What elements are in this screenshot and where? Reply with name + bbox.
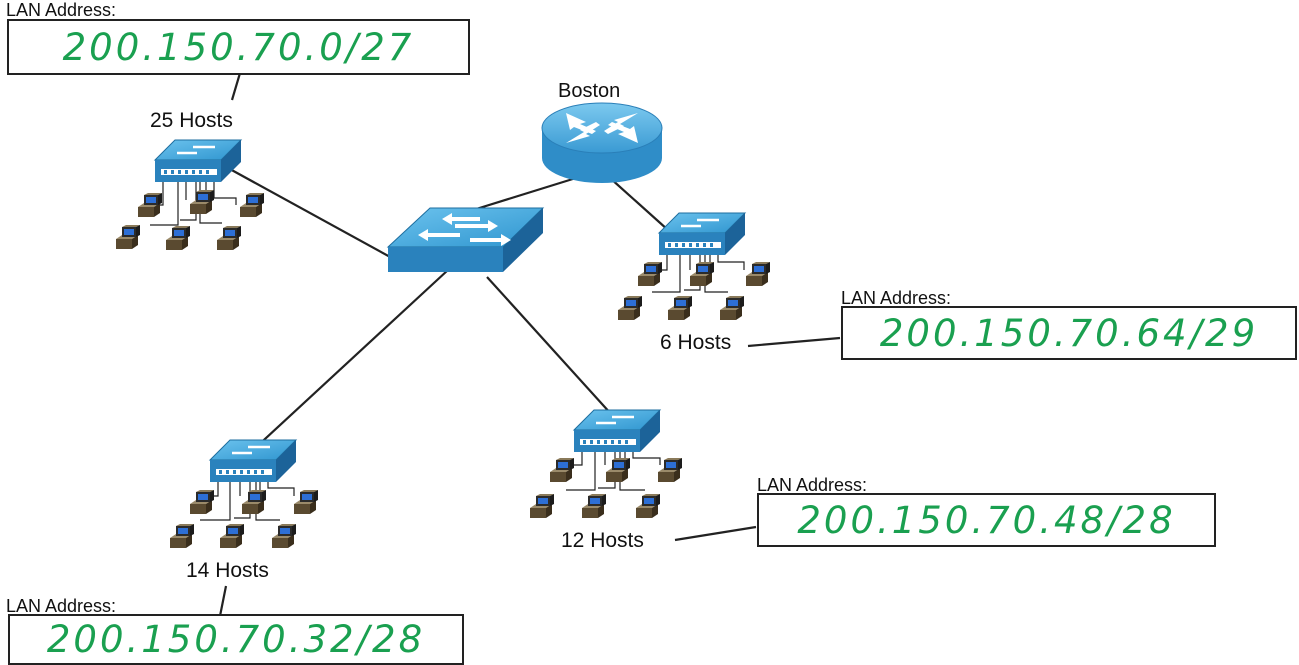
lan-d-address: 200.150.70.32/28 [46,618,426,661]
computer-icon [618,296,642,320]
computer-icon [606,458,630,482]
computer-icon [116,225,140,249]
lan-b-address-label: LAN Address: [841,288,952,308]
computer-icon [272,524,296,548]
computer-icon [217,226,241,250]
computer-icon [746,262,770,286]
link-router-lan-b [609,177,669,231]
lan-c-address: 200.150.70.48/28 [797,498,1176,542]
lan-a-hosts: 25 Hosts [150,109,233,132]
access-switch-icon [572,409,662,452]
computer-icon [294,490,318,514]
lan-c-hosts: 12 Hosts [561,529,644,552]
access-switch-icon [657,212,747,255]
computer-icon [638,262,662,286]
lan-b-address-box: 200.150.70.64/29 [841,306,1297,360]
computer-icon [190,490,214,514]
link-core-router [472,176,577,212]
computer-icon [550,458,574,482]
link-lan-a-core [227,167,393,259]
computer-icon [240,193,264,217]
access-switch-icon [153,139,243,182]
leader-lan-c [674,525,757,542]
computer-icon [690,262,714,286]
computer-icon [530,494,554,518]
computer-icon [720,296,744,320]
links [218,62,841,617]
access-switch-icon [208,439,298,482]
computer-icon [242,490,266,514]
computer-icon [658,458,682,482]
computer-icon [170,524,194,548]
lan-d-cluster [170,439,318,548]
link-core-lan-d [252,269,449,451]
lan-c-address-label: LAN Address: [757,475,868,495]
computer-icon [190,190,214,214]
switch-icon [386,207,545,272]
computer-icon [220,524,244,548]
lan-a-address: 200.150.70.0/27 [62,25,415,69]
lan-d-hosts: 14 Hosts [186,559,269,582]
router-icon [541,102,663,183]
leader-lan-b [747,336,841,348]
lan-d-address-label: LAN Address: [6,596,117,616]
computer-icon [582,494,606,518]
lan-a-address-box: 200.150.70.0/27 [7,19,470,75]
computer-icon [138,193,162,217]
lan-c-address-box: 200.150.70.48/28 [757,493,1216,547]
leader-lan-d [218,585,228,617]
lan-a-cluster [116,139,264,250]
lan-b-cluster [618,212,770,320]
link-core-lan-c [486,276,613,416]
lan-b-hosts: 6 Hosts [660,331,732,354]
lan-d-address-box: 200.150.70.32/28 [8,614,464,665]
computer-icon [668,296,692,320]
computer-icon [636,494,660,518]
lan-b-address: 200.150.70.64/29 [879,311,1259,355]
computer-icon [166,226,190,250]
router-label: Boston [558,80,621,102]
lan-c-cluster [530,409,682,518]
lan-a-address-label: LAN Address: [6,0,117,20]
